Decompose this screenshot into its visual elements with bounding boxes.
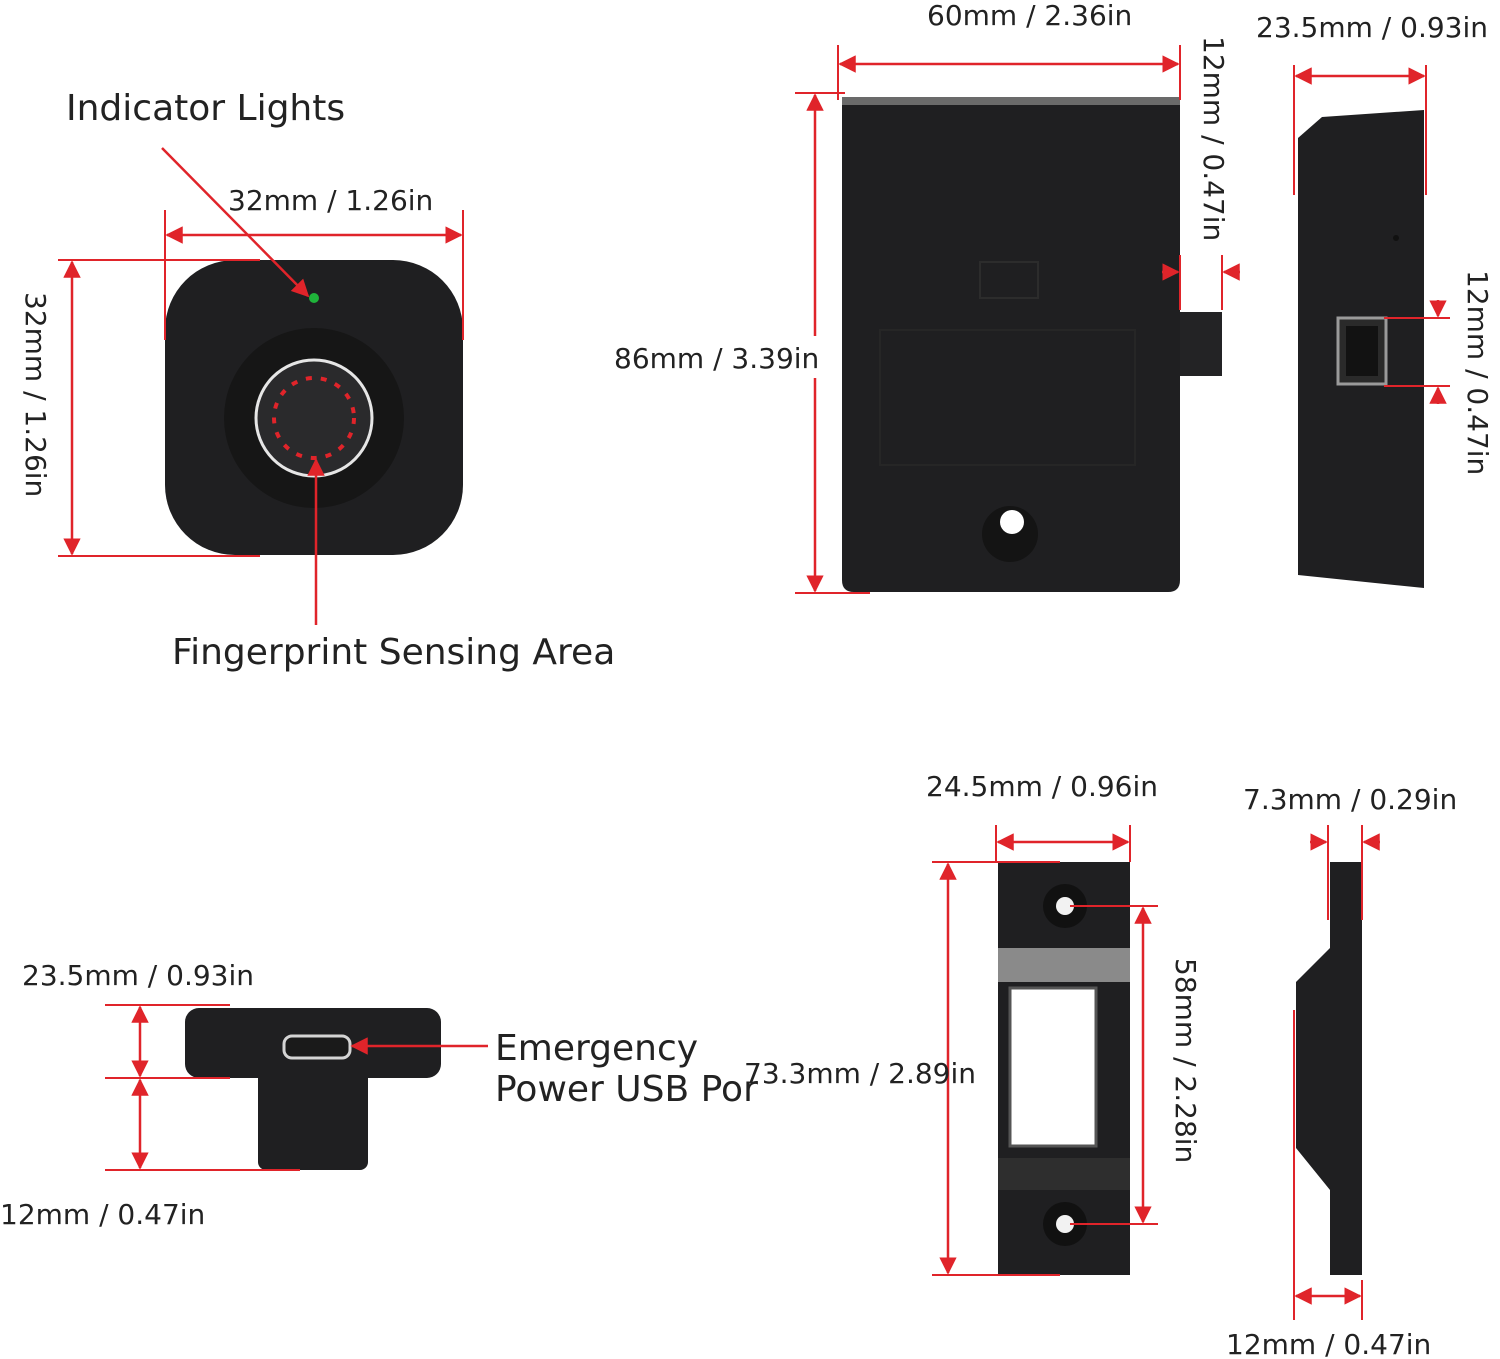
dim-reader-height: 32mm / 1.26in <box>19 292 52 497</box>
callout-usb-line1: Emergency <box>495 1028 698 1069</box>
reader-side-view: Emergency Power USB Por 23.5mm / 0.93in … <box>0 959 758 1231</box>
dim-lock-height: 86mm / 3.39in <box>614 342 819 375</box>
dim-strike-side-thickness: 7.3mm / 0.29in <box>1243 783 1457 816</box>
strike-side-body <box>1296 862 1362 1275</box>
dim-lock-bolt: 12mm / 0.47in <box>1197 36 1230 241</box>
dim-reader-side-depth: 23.5mm / 0.93in <box>22 959 254 992</box>
dim-lock-side-depth: 23.5mm / 0.93in <box>1256 11 1488 44</box>
dim-lock-side-bolt: 12mm / 0.47in <box>1461 270 1494 475</box>
dim-strike-hole-spacing: 58mm / 2.28in <box>1169 958 1202 1163</box>
dim-reader-width: 32mm / 1.26in <box>228 184 433 217</box>
dim-strike-side-depth: 12mm / 0.47in <box>1226 1328 1431 1359</box>
lock-side-view: 23.5mm / 0.93in 12mm / 0.47in <box>1256 11 1494 588</box>
lock-front-view: 60mm / 2.36in 86mm / 3.39in 12mm / 0.47i… <box>612 0 1240 594</box>
lock-bolt <box>1180 312 1222 376</box>
reader-front-view: Indicator Lights Fingerprint Sensing Are… <box>19 78 615 673</box>
callout-usb-line2: Power USB Por <box>495 1069 758 1110</box>
lock-body <box>842 97 1180 592</box>
dim-strike-height: 73.3mm / 2.89in <box>744 1057 976 1090</box>
dim-strike-width: 24.5mm / 0.96in <box>926 770 1158 803</box>
usb-port <box>282 1034 352 1060</box>
strike-slot <box>1008 986 1098 1148</box>
dim-reader-stem: 12mm / 0.47in <box>0 1198 205 1231</box>
callout-indicator-lights: Indicator Lights <box>66 88 345 129</box>
reader-stem <box>258 1070 368 1170</box>
callout-fingerprint-sensing-area: Fingerprint Sensing Area <box>172 632 615 673</box>
sensor-dotted-ring <box>272 376 356 460</box>
lock-key-recess <box>982 506 1038 562</box>
dim-lock-width: 60mm / 2.36in <box>927 0 1132 32</box>
strike-plate-front-view: 24.5mm / 0.96in 73.3mm / 2.89in 58mm / 2… <box>744 770 1202 1276</box>
lock-screw-hole <box>1000 510 1024 534</box>
strike-plate-side-view: 7.3mm / 0.29in 12mm / 0.47in <box>1226 783 1457 1359</box>
indicator-led <box>309 293 319 303</box>
